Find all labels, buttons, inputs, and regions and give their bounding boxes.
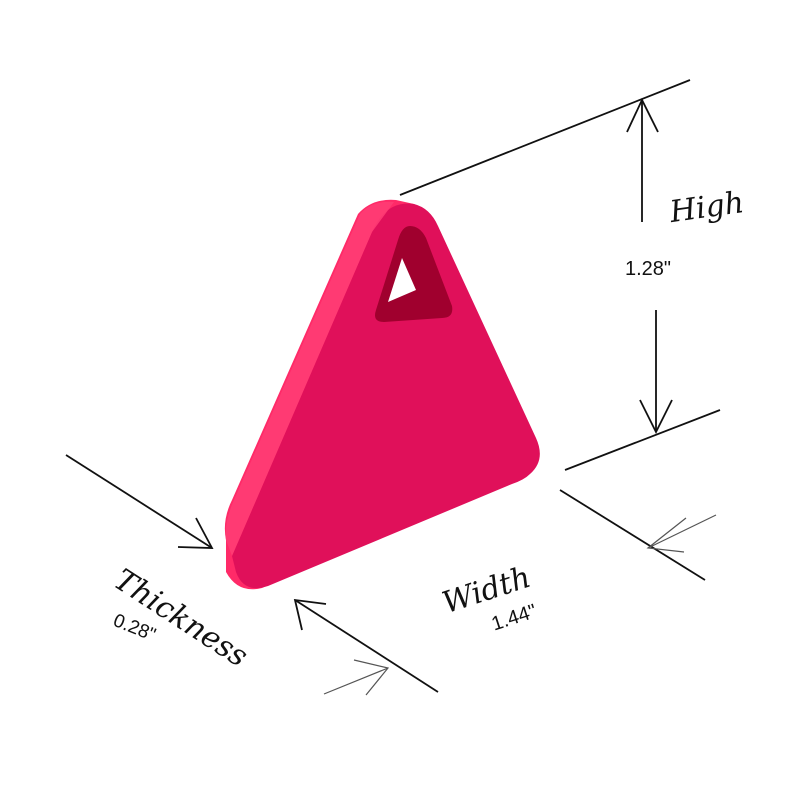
high-arrowhead-up: [626, 97, 659, 133]
triangle-tracker-tag: [224, 199, 540, 590]
high-dimension: [399, 79, 721, 471]
thickness-arrow-top: [65, 454, 213, 549]
thickness-arrowhead-bottom: [293, 598, 327, 631]
width-arrowhead-right: [646, 517, 687, 553]
high-value: 1.28": [625, 258, 671, 280]
width-dimension: [293, 489, 717, 696]
width-arrow-left: [323, 667, 389, 695]
thickness-dimension: [65, 454, 214, 549]
high-extension-line-top: [399, 79, 691, 196]
width-extension-line-right: [559, 489, 706, 581]
width-extension-line-left: [294, 599, 439, 693]
tag-front-face: [232, 203, 540, 589]
width-arrowhead-left: [353, 659, 390, 696]
tag-edge-highlight: [225, 201, 394, 556]
thickness-arrowhead-top: [177, 517, 214, 549]
tag-keyring-hole-inner: [388, 258, 416, 302]
high-arrowhead-down: [639, 399, 673, 435]
high-extension-line-bottom: [564, 409, 721, 471]
width-arrow-right: [647, 514, 717, 549]
high-label: High: [667, 185, 746, 230]
